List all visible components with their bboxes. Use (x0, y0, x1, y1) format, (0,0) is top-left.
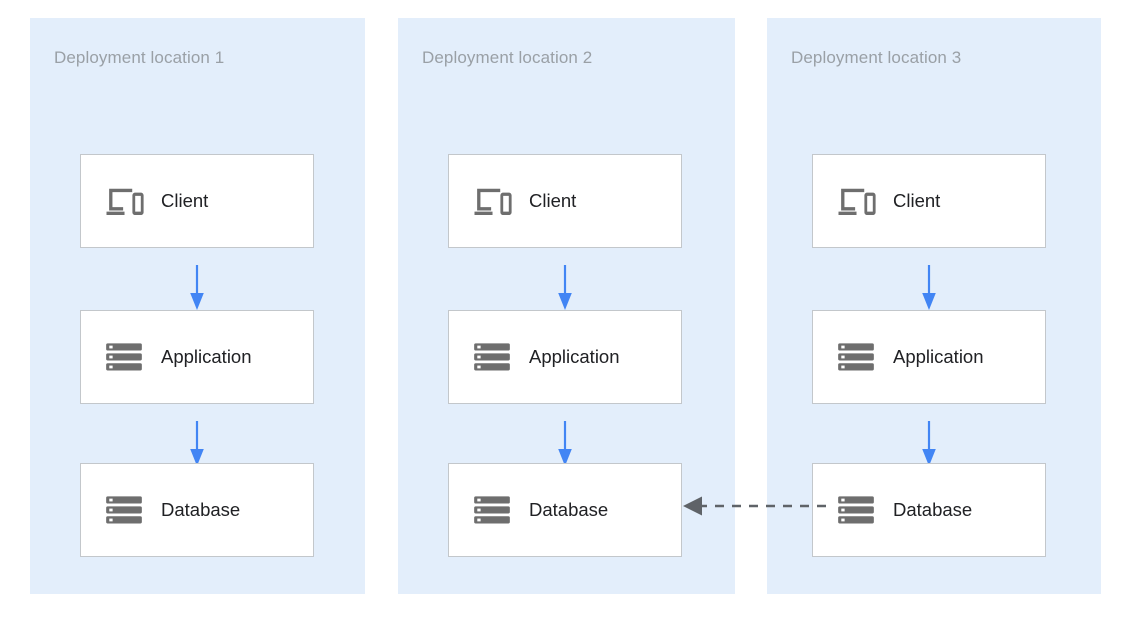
deployment-location-panel-3: Deployment location 3 Client Application (767, 18, 1101, 594)
node-database-1[interactable]: Database (80, 463, 314, 557)
connector-client-to-application-3 (922, 265, 936, 310)
connector-database3-to-database2-dashed (683, 496, 826, 516)
node-client-3[interactable]: Client (812, 154, 1046, 248)
node-client-2[interactable]: Client (448, 154, 682, 248)
panel-title-1: Deployment location 1 (54, 48, 225, 67)
server-icon (106, 343, 142, 371)
server-icon (474, 343, 510, 371)
server-icon (106, 496, 142, 524)
node-label-application-1: Application (161, 346, 252, 367)
server-icon (838, 343, 874, 371)
connector-client-to-application-1 (190, 265, 204, 310)
node-label-application-3: Application (893, 346, 984, 367)
connector-client-to-application-2 (558, 265, 572, 310)
panel-title-2: Deployment location 2 (422, 48, 593, 67)
connector-application-to-database-2 (558, 421, 572, 466)
node-application-2[interactable]: Application (448, 310, 682, 404)
connector-application-to-database-1 (190, 421, 204, 466)
node-label-client-2: Client (529, 190, 577, 211)
node-label-client-1: Client (161, 190, 209, 211)
node-label-application-2: Application (529, 346, 620, 367)
node-client-1[interactable]: Client (80, 154, 314, 248)
node-label-database-1: Database (161, 499, 241, 520)
node-label-database-3: Database (893, 499, 973, 520)
devices-icon (838, 188, 876, 215)
node-database-2[interactable]: Database (448, 463, 682, 557)
node-label-client-3: Client (893, 190, 941, 211)
node-application-3[interactable]: Application (812, 310, 1046, 404)
node-application-1[interactable]: Application (80, 310, 314, 404)
node-label-database-2: Database (529, 499, 609, 520)
connector-application-to-database-3 (922, 421, 936, 466)
devices-icon (106, 188, 144, 215)
deployment-location-panel-2: Deployment location 2 Client Application (398, 18, 735, 594)
panel-title-3: Deployment location 3 (791, 48, 962, 67)
node-database-3[interactable]: Database (812, 463, 1046, 557)
deployment-location-panel-1: Deployment location 1 Client Ap (30, 18, 365, 594)
devices-icon (474, 188, 512, 215)
server-icon (838, 496, 874, 524)
server-icon (474, 496, 510, 524)
